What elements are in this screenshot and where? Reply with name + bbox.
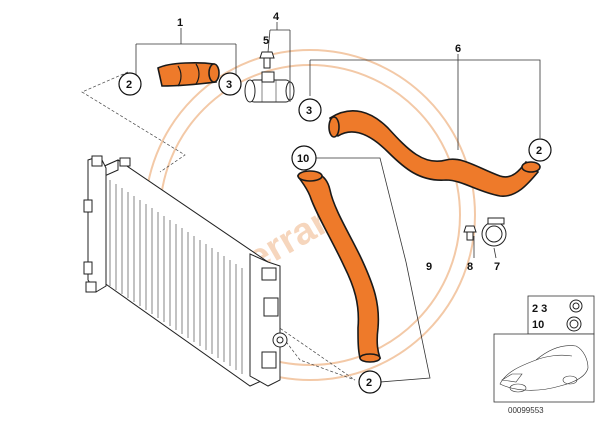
circled-callout-a: 2 [118,72,142,96]
callout-7: 7 [494,261,500,273]
document-code: 00099553 [508,406,544,415]
hose-part-6 [328,110,541,197]
hose-clamp-icon [481,217,507,247]
hose-part-9 [296,170,382,363]
svg-text:10: 10 [297,153,309,165]
circled-callout-f: 2 [358,370,382,394]
circled-callout-c: 3 [298,98,322,122]
circled-callout-b: 3 [218,72,242,96]
radiator-icon [83,155,288,387]
callout-4: 4 [273,11,280,23]
inset-label-line2: 10 [532,319,544,331]
callout-8: 8 [467,261,473,273]
car-inset [493,333,595,403]
inset-label-line1: 2 3 [532,303,547,315]
hose-part-1 [157,62,220,87]
callout-6: 6 [455,43,461,55]
bolt-icon [463,225,477,241]
circled-callouts: 2 3 3 2 10 2 [118,72,552,394]
callout-1: 1 [177,17,183,29]
circled-callout-e: 10 [291,145,317,171]
svg-text:2: 2 [126,79,132,91]
callout-9: 9 [426,261,432,273]
svg-text:2: 2 [366,377,372,389]
hose-clamp-icon [566,299,583,332]
svg-text:3: 3 [306,105,312,117]
callout-5: 5 [263,35,269,47]
circled-callout-d: 2 [528,138,552,162]
clamp-legend-inset: 2 3 10 [527,295,595,335]
svg-text:3: 3 [226,79,232,91]
callout-labels: 1 4 5 6 7 8 9 [177,11,500,273]
car-silhouette-icon [499,345,589,393]
bolt-icon [259,51,275,69]
svg-text:2: 2 [536,145,542,157]
leader-lines [135,22,541,383]
